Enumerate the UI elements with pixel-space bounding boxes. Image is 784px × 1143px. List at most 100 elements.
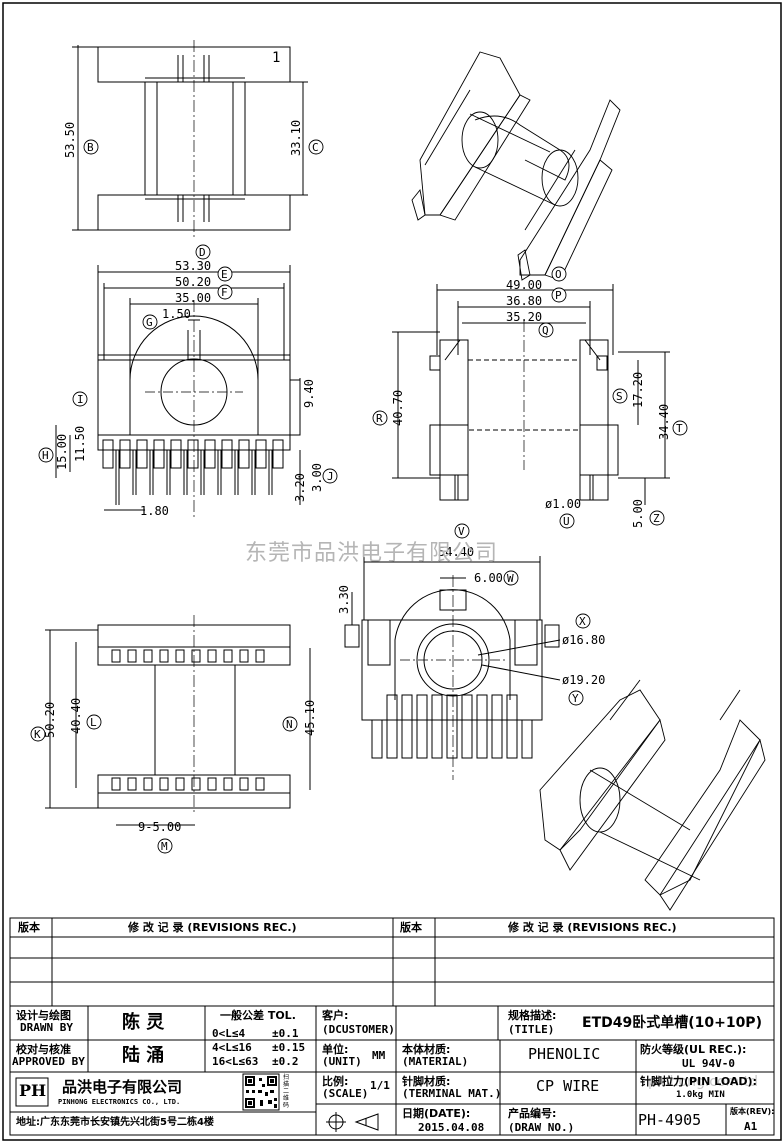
material-label-en: (MATERIAL) xyxy=(402,1055,469,1068)
callout-u: U xyxy=(563,515,570,528)
dim-1-80: 1.80 xyxy=(140,504,169,518)
view-front-top xyxy=(72,40,308,238)
qr-caption: 扫描二维码 xyxy=(283,1074,290,1109)
customer-label-en: (DCUSTOMER) xyxy=(322,1023,395,1036)
callout-o: O xyxy=(555,268,562,281)
tol-value-3: ±0.2 xyxy=(272,1055,299,1068)
dim-1-50: 1.50 xyxy=(162,307,191,321)
dim-50-20-b: 50.20 xyxy=(43,702,57,738)
callout-x: X xyxy=(579,615,586,628)
designer-label-en: DRAWN BY xyxy=(20,1021,73,1034)
dim-3-00: 3.00 xyxy=(310,463,324,492)
title-label-cn: 规格描述: xyxy=(508,1009,557,1022)
callout-h: H xyxy=(42,449,49,462)
rev-header-mid: 修 改 记 录 (REVISIONS REC.) xyxy=(128,921,297,934)
callout-l: L xyxy=(90,716,97,729)
callout-z: Z xyxy=(653,512,660,525)
title-label-en: (TITLE) xyxy=(508,1023,555,1036)
callout-k: K xyxy=(34,728,41,741)
watermark-url: pinhong.com.td xyxy=(648,1074,759,1090)
callout-n: N xyxy=(286,718,293,731)
tol-value-1: ±0.1 xyxy=(272,1027,299,1040)
callout-j: J xyxy=(327,470,334,483)
rev-value: A1 xyxy=(744,1120,758,1133)
dim-49-00: 49.00 xyxy=(506,278,542,292)
dim-9-40: 9.40 xyxy=(302,379,316,408)
unit-label-cn: 单位: xyxy=(322,1043,349,1056)
tol-range-2: 4<L≤16 xyxy=(212,1041,252,1054)
dim-17-20: 17.20 xyxy=(631,372,645,408)
terminal-label-en: (TERMINAL MAT.) xyxy=(402,1087,502,1100)
rev-header-left2: 版本 xyxy=(400,921,422,934)
company-name-cn: 品洪电子有限公司 xyxy=(62,1078,183,1096)
dim-11-50: 11.50 xyxy=(73,426,87,462)
callout-m: M xyxy=(161,840,168,853)
dim-35-20: 35.20 xyxy=(506,310,542,324)
scale-label-cn: 比例: xyxy=(322,1075,349,1088)
company-address: 地址:广东东莞市长安镇先兴北街5号二栋4楼 xyxy=(16,1117,214,1128)
drawno-label-en: (DRAW NO.) xyxy=(508,1121,575,1134)
callout-f: F xyxy=(221,286,228,299)
unit-value: MM xyxy=(372,1049,386,1062)
view-front-right xyxy=(392,284,670,505)
tol-range-3: 16<L≤63 xyxy=(212,1055,259,1068)
view-side-left xyxy=(55,265,301,520)
drawno-value: PH-4905 xyxy=(638,1111,702,1129)
callout-s: S xyxy=(616,390,623,403)
designer-name: 陈 灵 xyxy=(122,1012,165,1033)
callout-w: W xyxy=(507,572,514,585)
dim-9-5: 9-5.00 xyxy=(138,820,181,834)
pinload-label: 针脚拉力(PIN LOAD): xyxy=(640,1075,757,1088)
designer-label-cn: 设计与绘图 xyxy=(16,1009,71,1022)
pinload-value: 1.0kg MIN xyxy=(676,1090,725,1100)
callout-r: R xyxy=(376,412,383,425)
rev-label: 版本(REV): xyxy=(730,1107,775,1116)
callout-d: D xyxy=(199,246,206,259)
dim-5-00: 5.00 xyxy=(631,499,645,528)
tol-value-2: ±0.15 xyxy=(272,1041,306,1054)
title-block-grid xyxy=(9,917,775,1136)
dim-40-40: 40.40 xyxy=(69,698,83,734)
callout-b: B xyxy=(87,141,94,154)
callout-q: Q xyxy=(542,324,549,337)
dim-15-00: 15.00 xyxy=(55,434,69,470)
view-iso-top xyxy=(411,51,621,281)
dim-3-20: 3.20 xyxy=(293,473,307,502)
date-label: 日期(DATE): xyxy=(402,1107,471,1120)
view-iso-bottom xyxy=(539,679,766,911)
tol-range-1: 0<L≤4 xyxy=(212,1027,246,1040)
dim-34-40: 34.40 xyxy=(657,404,671,440)
approver-label-en: APPROVED BY xyxy=(12,1055,85,1068)
callout-p: P xyxy=(555,289,562,302)
material-label-cn: 本体材质: xyxy=(402,1043,451,1056)
dim-3-30: 3.30 xyxy=(337,585,351,614)
dim-dia-16: ø16.80 xyxy=(562,633,605,647)
ul-value: UL 94V-0 xyxy=(682,1057,735,1070)
approver-label-cn: 校对与核准 xyxy=(16,1043,71,1056)
scale-label-en: (SCALE) xyxy=(322,1087,369,1100)
view-top-bottom xyxy=(45,615,311,826)
watermark: 东莞市品洪电子有限公司 xyxy=(245,541,499,566)
qr-code xyxy=(242,1073,280,1111)
drawno-label-cn: 产品编号: xyxy=(508,1107,557,1120)
terminal-value: CP WIRE xyxy=(536,1077,600,1095)
view-front-center xyxy=(344,556,561,780)
callout-g: G xyxy=(146,316,153,329)
material-value: PHENOLIC xyxy=(528,1045,601,1063)
dim-35-00: 35.00 xyxy=(175,291,211,305)
customer-label-cn: 客户: xyxy=(322,1009,349,1022)
callout-v: V xyxy=(458,525,465,538)
callout-c: C xyxy=(312,141,319,154)
dim-36-80: 36.80 xyxy=(506,294,542,308)
date-value: 2015.04.08 xyxy=(418,1121,485,1134)
ul-label: 防火等级(UL REC.): xyxy=(640,1043,747,1056)
callout-y: Y xyxy=(572,692,579,705)
sheet-number: 1 xyxy=(272,50,280,66)
company-name-en: PINHONG ELECTRONICS CO., LTD. xyxy=(58,1098,181,1106)
rev-header-left: 版本 xyxy=(18,921,40,934)
dim-53-50: 53.50 xyxy=(63,122,77,158)
dim-dia-1: ø1.00 xyxy=(545,497,581,511)
callout-i: I xyxy=(77,393,84,406)
approver-name: 陆 涌 xyxy=(122,1045,165,1066)
dim-53-30: 53.30 xyxy=(175,259,211,273)
